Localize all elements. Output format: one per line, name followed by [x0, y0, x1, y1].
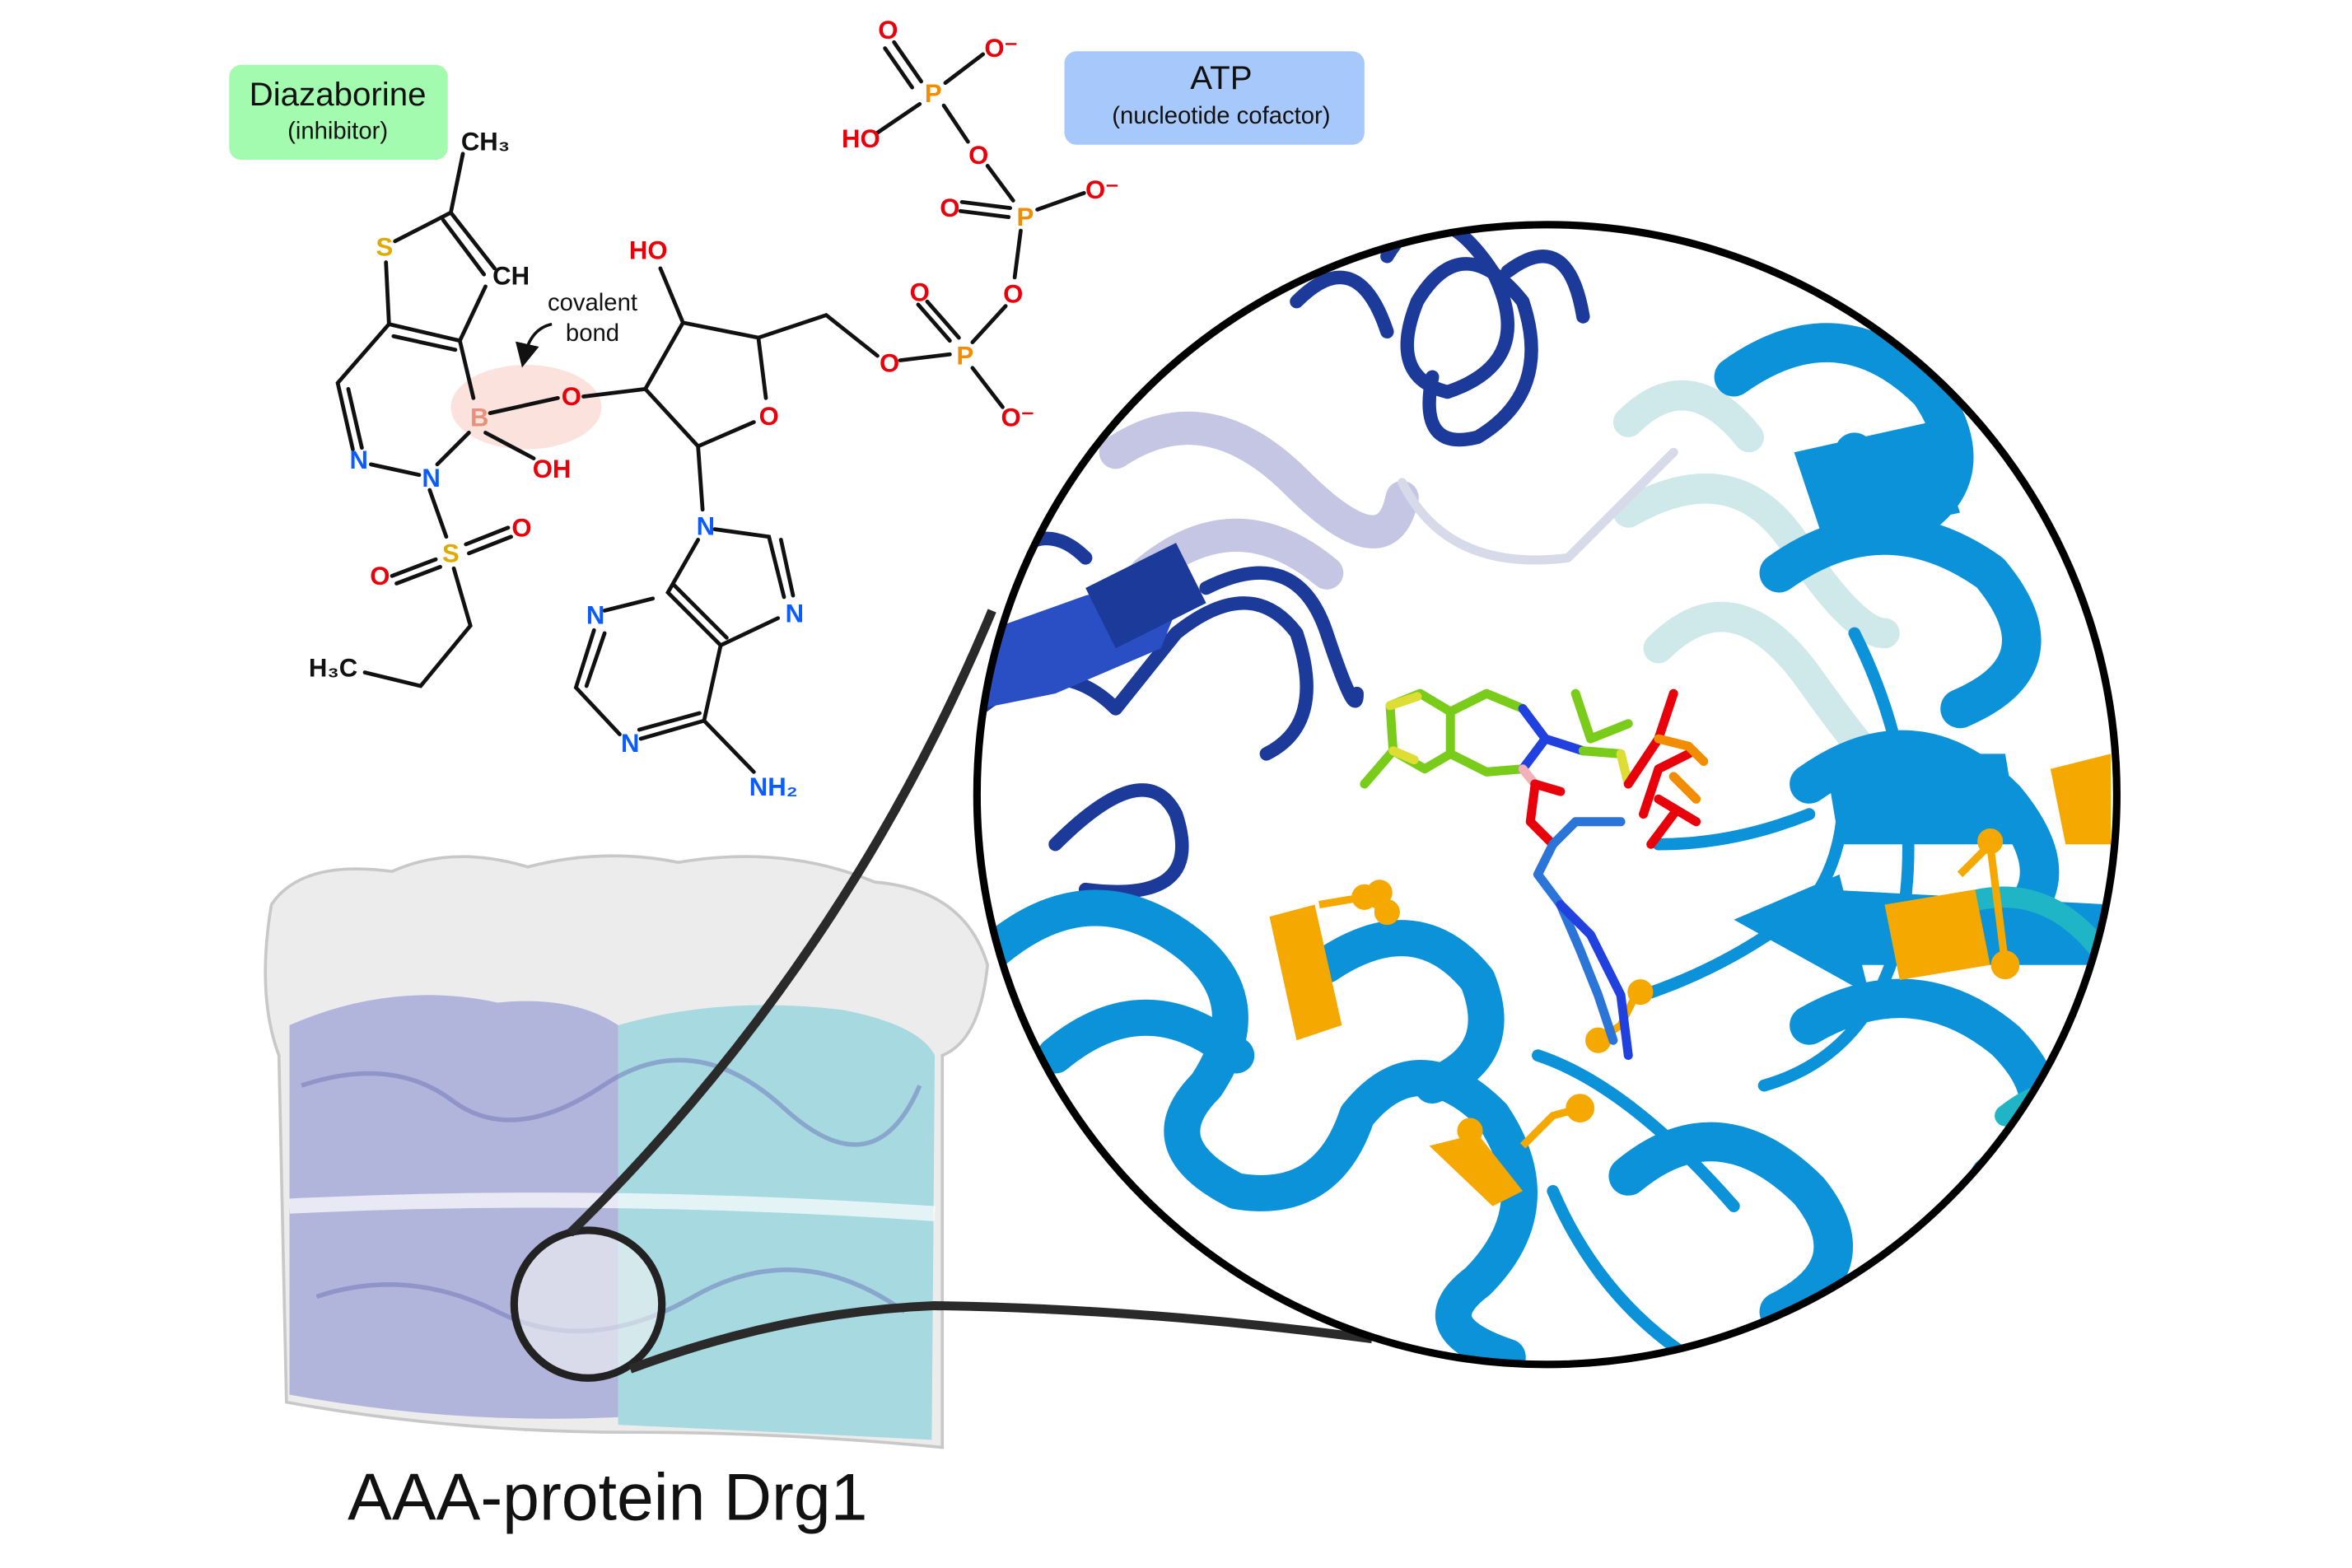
zoom-connector-upper [567, 609, 996, 1237]
atom-pb-o-double: O [940, 194, 959, 222]
atom-p-beta: P [1017, 203, 1034, 231]
diazaborine-subtitle: (inhibitor) [287, 117, 388, 144]
zoom-region-circle [510, 1226, 666, 1382]
atom-o-alpha-beta: O [1003, 280, 1023, 309]
diazaborine-title: Diazaborine [250, 76, 427, 113]
atom-o-ring: O [759, 402, 779, 431]
atom-ch: CH [492, 262, 530, 291]
atom-boron: B [470, 404, 488, 432]
binding-pocket-closeup [973, 221, 2121, 1369]
atom-pb-o-minus: O⁻ [1085, 175, 1119, 204]
protein-name-label: AAA-protein Drg1 [348, 1460, 867, 1534]
atom-n9: N [697, 511, 715, 540]
atom-o-left: O [370, 562, 390, 590]
atom-s-sulfonyl: S [442, 539, 460, 567]
atom-pa-o-double: O [910, 278, 930, 307]
atom-n1: N [621, 729, 639, 758]
atp-subtitle: (nucleotide cofactor) [1112, 102, 1330, 129]
atom-pa-o-minus: O⁻ [1001, 404, 1034, 432]
atom-n3: N [586, 600, 604, 629]
atom-n5: N [422, 464, 440, 492]
atom-pg-o-minus: O⁻ [984, 34, 1018, 63]
atom-n6: N [349, 446, 367, 474]
atom-nh2: NH₂ [749, 772, 798, 801]
atp-title: ATP [1190, 59, 1252, 96]
atom-o-right: O [511, 513, 531, 542]
ligand-sticks [1360, 688, 1709, 1061]
atom-oh: OH [533, 455, 572, 483]
atom-ho-ribose: HO [629, 236, 668, 264]
covalent-bond-label-2: bond [566, 320, 619, 347]
atom-o5: O [880, 349, 899, 378]
atom-p-gamma: P [925, 79, 942, 108]
diazaborine-label: Diazaborine (inhibitor) [229, 64, 448, 161]
atom-pg-o-double: O [878, 16, 898, 44]
atom-n7: N [786, 600, 804, 628]
atom-o-beta-gamma: O [968, 141, 988, 170]
atom-o-link: O [562, 382, 581, 411]
covalent-bond-label-1: covalent [548, 289, 637, 316]
atom-ch3: CH₃ [461, 128, 510, 156]
covalent-bond-arrow [515, 322, 553, 368]
atp-label: ATP (nucleotide cofactor) [1064, 51, 1365, 145]
atom-pg-ho: HO [842, 124, 880, 153]
diazaborine-structure: CH₃ S CH B O OH N N S O O H₃C covalent b… [309, 128, 647, 688]
atom-s-ring: S [376, 233, 393, 262]
cryo-em-density-map [264, 854, 990, 1449]
covalent-bond-highlight [450, 365, 602, 450]
atom-p-alpha: P [956, 342, 973, 371]
atp-structure: HO O O P O O⁻ O P O O⁻ O P O O⁻ HO N N N… [573, 16, 1119, 801]
atom-h3c: H₃C [309, 654, 357, 683]
zoom-connector-lower [628, 1300, 1373, 1374]
